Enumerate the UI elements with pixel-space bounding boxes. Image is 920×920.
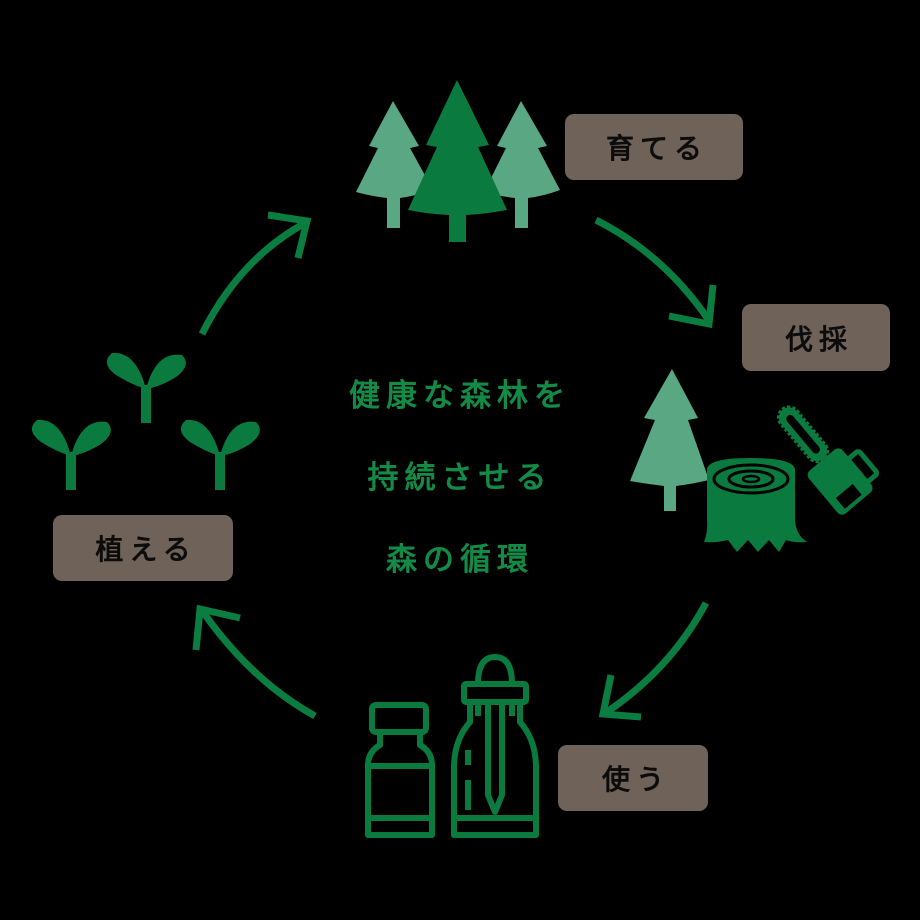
stump-icon [704, 458, 807, 552]
bottles-icon [365, 654, 539, 838]
jar-icon [365, 702, 435, 838]
label-plant: 植える [53, 515, 233, 581]
label-grow: 育てる [565, 114, 743, 180]
center-title-line-3: 森の循環 [386, 542, 534, 578]
tree-stump-chainsaw-icon [630, 369, 879, 552]
center-title-line-1: 健康な森林を [349, 378, 571, 414]
arrow-use-to-plant [192, 604, 317, 720]
sprouts-icon [31, 352, 260, 490]
chainsaw-icon [776, 405, 879, 515]
label-harvest-text: 伐採 [784, 322, 853, 356]
label-use-text: 使う [601, 763, 670, 796]
dropper-bottle-icon [451, 654, 539, 838]
arrow-grow-to-harvest [594, 216, 717, 329]
label-use: 使う [558, 745, 708, 811]
three-trees-icon [356, 80, 560, 242]
arrow-plant-to-grow [198, 211, 312, 336]
label-grow-text: 育てる [605, 132, 708, 165]
arrow-harvest-to-use [598, 601, 710, 721]
label-plant-text: 植える [95, 533, 197, 566]
label-harvest: 伐採 [742, 304, 890, 371]
center-title-line-2: 持続させる [367, 460, 553, 496]
